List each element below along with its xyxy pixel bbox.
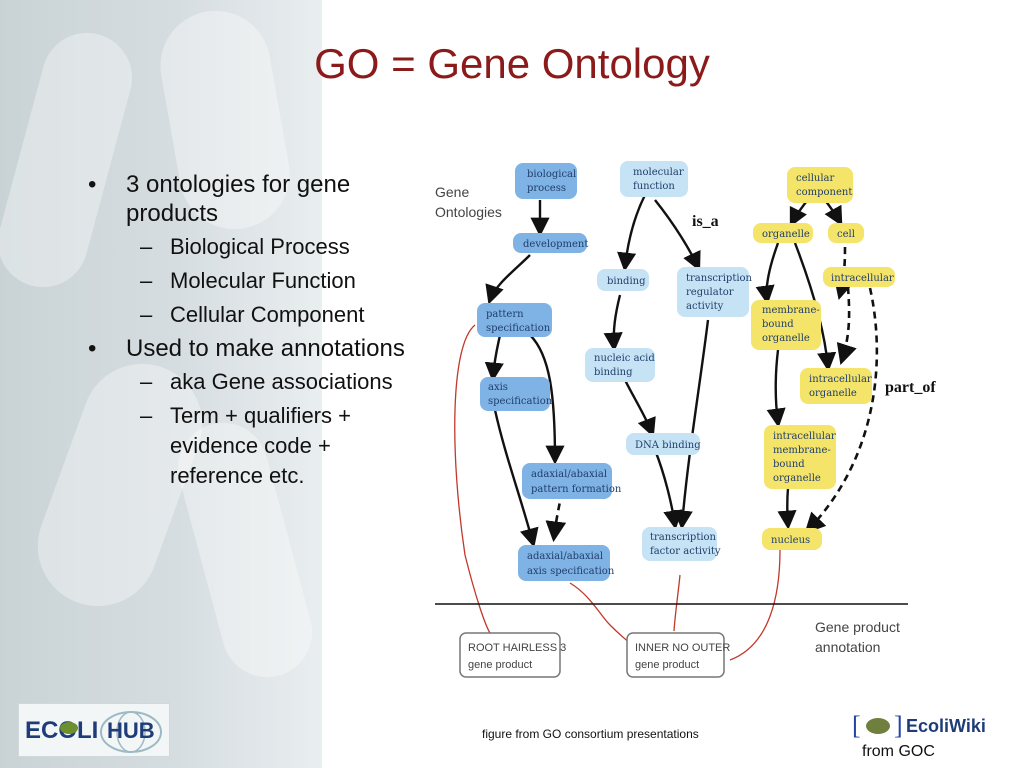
svg-text:specification: specification: [488, 396, 553, 407]
svg-text:activity: activity: [686, 301, 724, 312]
svg-text:nucleic acid: nucleic acid: [594, 353, 655, 364]
svg-text:]: ]: [894, 711, 903, 740]
svg-text:factor activity: factor activity: [650, 546, 721, 557]
svg-text:development: development: [523, 239, 588, 250]
node-nucleic-acid-binding: nucleic acid binding: [585, 348, 655, 382]
svg-text:nucleus: nucleus: [771, 535, 810, 546]
svg-text:binding: binding: [594, 367, 633, 378]
svg-text:INNER NO OUTER: INNER NO OUTER: [635, 642, 730, 654]
svg-text:pattern formation: pattern formation: [531, 484, 622, 495]
svg-text:binding: binding: [607, 276, 646, 287]
svg-text:DNA binding: DNA binding: [635, 440, 701, 451]
svg-text:axis: axis: [488, 382, 508, 393]
svg-text:[: [: [852, 711, 861, 740]
part-of-label: part_of: [885, 379, 936, 396]
gene-product-root-hairless-3: ROOT HAIRLESS 3 gene product: [459, 632, 566, 678]
ecoliwiki-logo: [ ] EcoliWiki: [852, 710, 1012, 740]
node-binding: binding: [597, 269, 649, 291]
svg-text:gene product: gene product: [468, 659, 532, 671]
svg-text:organelle: organelle: [762, 333, 810, 344]
svg-text:axis specification: axis specification: [527, 566, 615, 577]
annotation-heading: annotation: [815, 639, 880, 655]
svg-text:function: function: [633, 181, 675, 192]
annotation-heading: Gene product: [815, 619, 900, 635]
node-transcription-factor-activity: transcription factor activity: [642, 527, 721, 561]
node-nucleus: nucleus: [762, 528, 822, 550]
gene-ontology-diagram: Gene Ontologies is_a part_of Gene pr: [435, 161, 936, 678]
svg-text:organelle: organelle: [762, 229, 810, 240]
node-adaxial-abaxial-axis-specification: adaxial/abaxial axis specification: [518, 545, 615, 581]
svg-text:process: process: [527, 183, 566, 194]
svg-text:transcription: transcription: [650, 532, 717, 543]
node-membrane-bound-organelle: membrane- bound organelle: [751, 300, 821, 350]
bullet-item: 3 ontologies for gene products: [88, 170, 408, 228]
svg-text:component: component: [796, 187, 852, 198]
svg-text:ROOT HAIRLESS 3: ROOT HAIRLESS 3: [468, 642, 566, 654]
svg-text:adaxial/abaxial: adaxial/abaxial: [527, 551, 603, 562]
svg-text:EcoliWiki: EcoliWiki: [906, 716, 986, 736]
node-molecular-function: molecular function: [620, 161, 688, 197]
svg-text:bound: bound: [773, 459, 805, 470]
svg-text:cellular: cellular: [796, 173, 835, 184]
sub-bullet-item: Biological Process: [88, 232, 408, 262]
figure-caption: figure from GO consortium presentations: [482, 727, 699, 741]
ecolihub-logo: ECOLI HUB: [18, 703, 170, 757]
node-development: development: [513, 233, 588, 253]
svg-text:biological: biological: [527, 169, 576, 180]
svg-text:membrane-: membrane-: [773, 445, 831, 456]
node-intracellular-membrane-bound-organelle: intracellular membrane- bound organelle: [764, 425, 836, 489]
bacterium-icon: [866, 718, 890, 734]
node-biological-process: biological process: [515, 163, 577, 199]
svg-text:gene product: gene product: [635, 659, 699, 671]
node-transcription-regulator-activity: transcription regulator activity: [677, 267, 753, 317]
node-axis-specification: axis specification: [480, 377, 553, 411]
svg-text:bound: bound: [762, 319, 794, 330]
svg-text:intracellular: intracellular: [831, 273, 894, 284]
svg-text:molecular: molecular: [633, 167, 684, 178]
svg-text:pattern: pattern: [486, 309, 524, 320]
source-note: from GOC: [862, 743, 935, 760]
node-dna-binding: DNA binding: [626, 433, 701, 455]
svg-text:cell: cell: [837, 229, 855, 240]
node-intracellular: intracellular: [823, 267, 895, 287]
svg-text:transcription: transcription: [686, 273, 753, 284]
bullet-list: 3 ontologies for gene products Biologica…: [88, 170, 408, 495]
svg-text:specification: specification: [486, 323, 551, 334]
diagram-heading: Gene: [435, 184, 469, 200]
node-organelle: organelle: [753, 223, 813, 243]
svg-text:HUB: HUB: [107, 718, 155, 743]
node-intracellular-organelle: intracellular organelle: [800, 368, 872, 404]
gene-product-inner-no-outer: INNER NO OUTER gene product: [626, 632, 730, 678]
svg-text:organelle: organelle: [773, 473, 821, 484]
is-a-label: is_a: [692, 213, 719, 230]
diagram-heading: Ontologies: [435, 204, 502, 220]
sub-bullet-item: aka Gene associations: [88, 367, 408, 397]
sub-bullet-item: Molecular Function: [88, 266, 408, 296]
node-adaxial-abaxial-pattern-formation: adaxial/abaxial pattern formation: [522, 463, 622, 499]
bullet-item: Used to make annotations: [88, 334, 408, 363]
sub-bullet-item: Term + qualifiers + evidence code + refe…: [88, 401, 408, 491]
node-pattern-specification: pattern specification: [477, 303, 552, 337]
node-cell: cell: [828, 223, 864, 243]
svg-text:organelle: organelle: [809, 388, 857, 399]
svg-text:intracellular: intracellular: [809, 374, 872, 385]
svg-text:membrane-: membrane-: [762, 305, 820, 316]
slide-title: GO = Gene Ontology: [314, 40, 710, 87]
svg-text:adaxial/abaxial: adaxial/abaxial: [531, 469, 607, 480]
svg-text:regulator: regulator: [686, 287, 734, 298]
node-cellular-component: cellular component: [787, 167, 853, 203]
sub-bullet-item: Cellular Component: [88, 300, 408, 330]
svg-text:intracellular: intracellular: [773, 431, 836, 442]
